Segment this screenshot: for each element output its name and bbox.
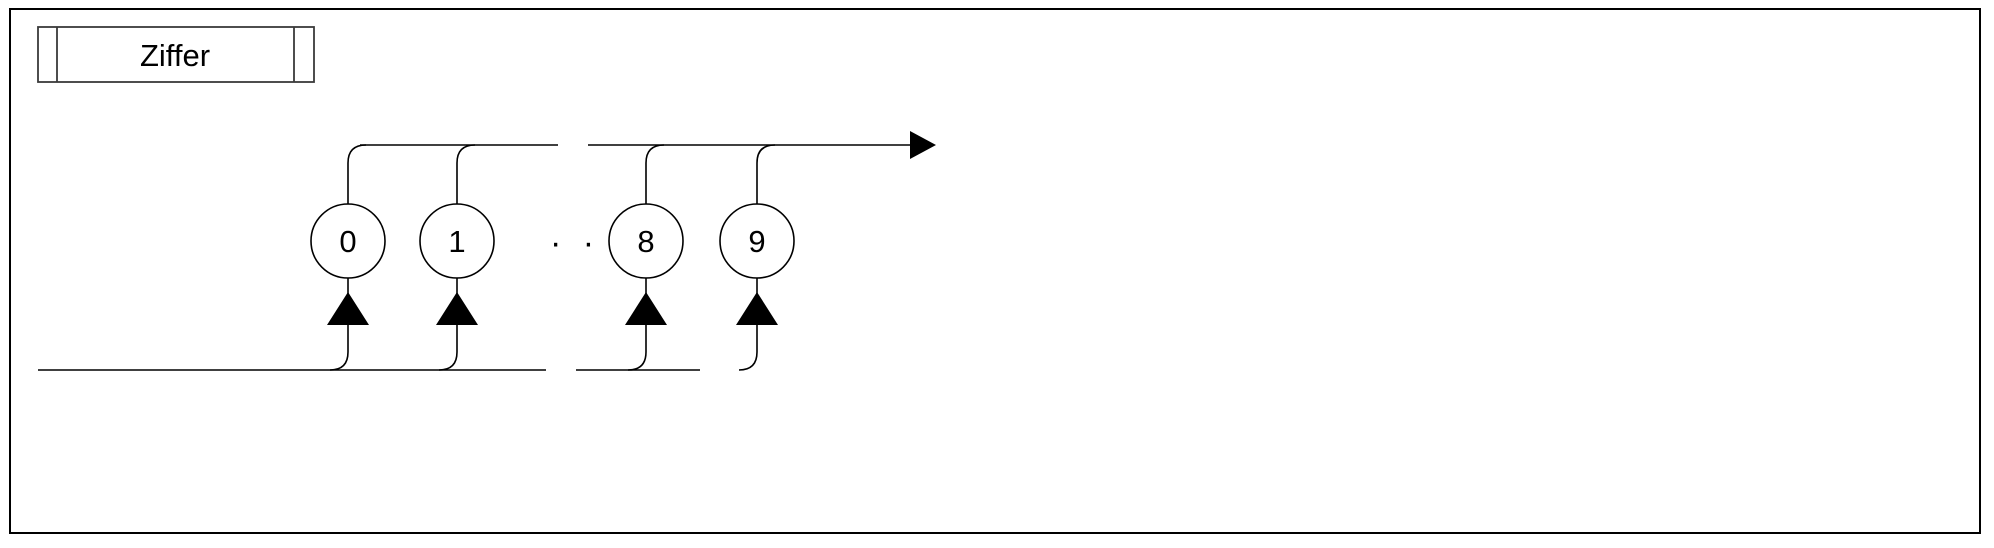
branch-1-entry-arrowhead-icon xyxy=(436,292,478,325)
branch-1-upper-connector xyxy=(456,144,476,204)
branch-8-entry-arrowhead-icon xyxy=(625,292,667,325)
alternative-label-8: 8 xyxy=(637,224,654,259)
branch-9-lower-connector xyxy=(738,325,758,371)
branch-8-upper-connector xyxy=(645,144,665,204)
alternative-label-9: 9 xyxy=(748,224,765,259)
alternative-branch-0[interactable]: 0 xyxy=(310,144,386,371)
alternative-branch-1[interactable]: 1 xyxy=(419,144,495,371)
alternative-label-1: 1 xyxy=(448,224,465,259)
branch-1-lower-connector xyxy=(438,325,458,371)
branch-0-entry-arrowhead-icon xyxy=(327,292,369,325)
alternative-label-0: 0 xyxy=(339,224,356,259)
branch-9-upper-connector xyxy=(756,144,776,204)
exit-arrowhead-icon xyxy=(910,131,936,159)
branch-0-lower-connector xyxy=(329,325,349,371)
alternative-branch-8[interactable]: 8 xyxy=(608,144,684,371)
rule-title-label: Ziffer xyxy=(140,38,210,73)
top-rail-group xyxy=(360,131,936,159)
rule-title-box[interactable]: Ziffer xyxy=(37,26,315,83)
branch-0-upper-connector xyxy=(347,144,367,204)
branch-8-lower-connector xyxy=(627,325,647,371)
alternative-branch-9[interactable]: 9 xyxy=(719,144,795,371)
rule-title-box-outline xyxy=(37,26,315,83)
branch-9-entry-arrowhead-icon xyxy=(736,292,778,325)
